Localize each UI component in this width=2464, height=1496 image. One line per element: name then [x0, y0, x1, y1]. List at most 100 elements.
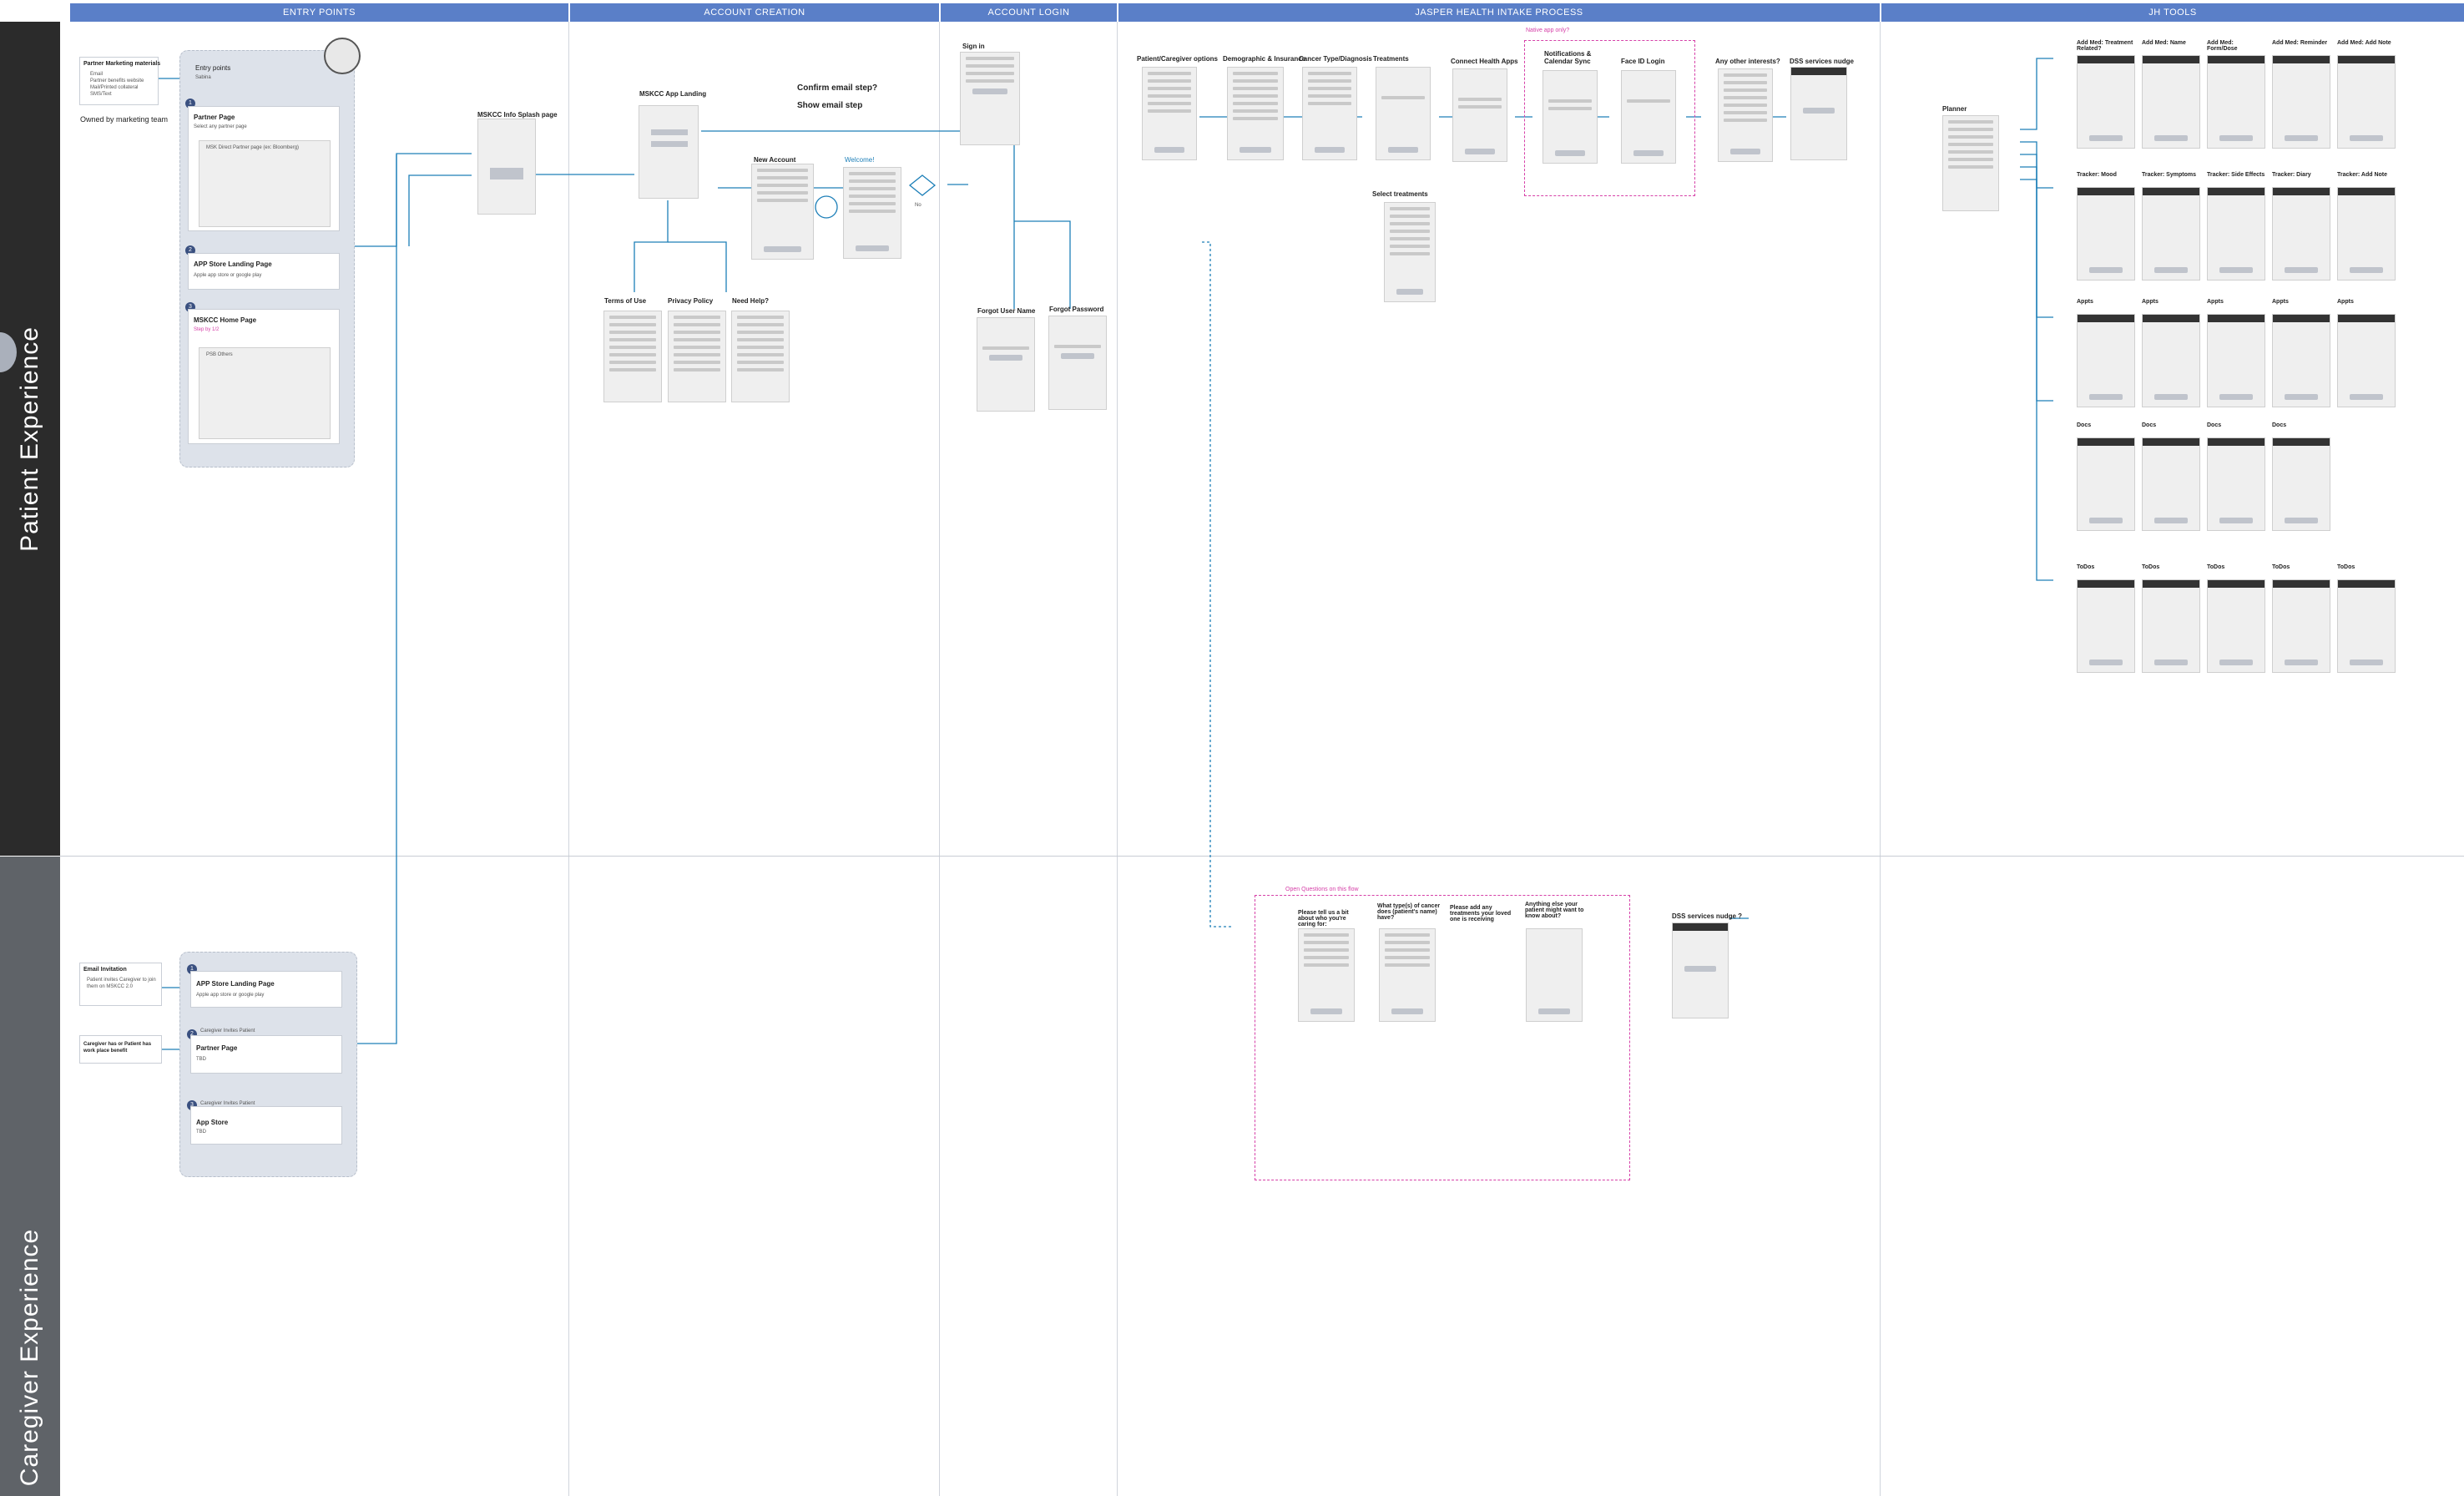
lane-scroll-handle[interactable] — [0, 332, 17, 372]
new-account-screen[interactable] — [751, 164, 814, 260]
interests-label: Any other interests? — [1715, 58, 1780, 65]
tool-screen[interactable] — [2337, 55, 2396, 149]
treatments-label: Treatments — [1373, 55, 1409, 63]
entry-panel-sub: Sabina — [195, 75, 211, 80]
app-store-card[interactable]: APP Store Landing Page Apple app store o… — [188, 253, 340, 290]
home-page-title: MSKCC Home Page — [194, 316, 257, 324]
intake-options-screen[interactable] — [1142, 67, 1197, 160]
caregiver-app-store-card[interactable]: APP Store Landing Page Apple app store o… — [190, 971, 342, 1008]
tool-screen[interactable] — [2272, 579, 2330, 673]
forgot-user-screen[interactable] — [977, 317, 1035, 412]
tool-screen-label: Docs — [2272, 422, 2287, 428]
patient-lane: Patient Experience — [0, 22, 60, 856]
landing-label: MSKCC App Landing — [639, 90, 707, 98]
sign-in-button[interactable] — [651, 129, 688, 135]
divider — [568, 22, 569, 1496]
notifications-screen[interactable] — [1543, 70, 1598, 164]
divider — [1117, 22, 1118, 1496]
partner-page-card[interactable]: Partner Page Select any partner page MSK… — [188, 106, 340, 231]
tool-screen[interactable] — [2337, 187, 2396, 280]
planner-label: Planner — [1942, 105, 1967, 113]
marketing-item: Email — [90, 72, 104, 77]
caregiver-partner-card[interactable]: Partner Page TBD — [190, 1035, 342, 1074]
tool-screen[interactable] — [2272, 187, 2330, 280]
benefit-text: Caregiver has or Patient has work place … — [83, 1042, 152, 1054]
treatments-screen[interactable] — [1376, 67, 1431, 160]
select-treatments-screen[interactable] — [1384, 202, 1436, 302]
tool-screen-label: Tracker: Add Note — [2337, 172, 2388, 178]
lane-divider — [60, 856, 2464, 857]
diagnosis-label: Cancer Type/Diagnosis — [1299, 55, 1372, 63]
new-account-label: New Account — [754, 156, 796, 164]
privacy-label: Privacy Policy — [668, 297, 714, 305]
notifications-label: Notifications & Calendar Sync — [1544, 50, 1592, 65]
create-account-button[interactable] — [651, 141, 688, 147]
nudge-screen[interactable] — [1790, 67, 1847, 160]
sign-in-screen[interactable] — [960, 52, 1020, 145]
open-questions-label: Open Questions on this flow — [1285, 887, 1359, 892]
column-account-creation: ACCOUNT CREATION — [570, 3, 939, 22]
intake-options-label: Patient/Caregiver options — [1137, 55, 1218, 63]
tool-screen[interactable] — [2272, 314, 2330, 407]
privacy-screen[interactable] — [668, 311, 726, 402]
landing-screen[interactable] — [639, 105, 699, 199]
caregiver-q2: What type(s) of cancer does (patient's n… — [1377, 903, 1441, 921]
caregiver-q3: Please add any treatments your loved one… — [1450, 905, 1512, 922]
face-id-screen[interactable] — [1621, 70, 1676, 164]
tool-screen[interactable] — [2142, 579, 2200, 673]
tool-screen[interactable] — [2207, 55, 2265, 149]
caregiver-q2-screen[interactable] — [1379, 928, 1436, 1022]
diagnosis-screen[interactable] — [1302, 67, 1357, 160]
caregiver-invite-note: Caregiver Invites Patient — [200, 1028, 255, 1034]
caregiver-app-store-sub: Apple app store or google play — [196, 993, 265, 998]
column-account-login: ACCOUNT LOGIN — [941, 3, 1117, 22]
tool-screen[interactable] — [2142, 314, 2200, 407]
column-entry-points: ENTRY POINTS — [70, 3, 568, 22]
tool-screen[interactable] — [2207, 579, 2265, 673]
caregiver-q4-screen[interactable] — [1526, 928, 1583, 1022]
benefit-card: Caregiver has or Patient has work place … — [79, 1035, 162, 1064]
partner-inner-label: MSK Direct Partner page (ex: Bloomberg) — [206, 145, 300, 150]
tool-screen[interactable] — [2077, 187, 2135, 280]
nudge2-screen[interactable] — [1672, 922, 1729, 1018]
help-screen[interactable] — [731, 311, 790, 402]
app-store-title: APP Store Landing Page — [194, 260, 272, 268]
tool-screen[interactable] — [2077, 314, 2135, 407]
forgot-password-screen[interactable] — [1048, 316, 1107, 410]
marketing-materials-card: Partner Marketing materials Email Partne… — [79, 57, 160, 105]
tool-screen[interactable] — [2207, 314, 2265, 407]
tool-screen[interactable] — [2142, 187, 2200, 280]
caregiver-app-store-title: APP Store Landing Page — [196, 980, 275, 988]
tool-screen[interactable] — [2337, 579, 2396, 673]
tool-screen[interactable] — [2207, 437, 2265, 531]
planner-screen[interactable] — [1942, 115, 1999, 211]
tool-screen-label: Tracker: Diary — [2272, 172, 2311, 178]
home-page-preview: PSB Others — [199, 347, 331, 439]
tool-screen[interactable] — [2207, 187, 2265, 280]
tool-screen-label: Add Med: Name — [2142, 40, 2186, 46]
welcome-screen[interactable] — [843, 167, 901, 259]
health-apps-label: Connect Health Apps — [1451, 58, 1518, 65]
caregiver-app-store2-card[interactable]: App Store TBD — [190, 1106, 342, 1145]
tool-screen[interactable] — [2077, 579, 2135, 673]
health-apps-screen[interactable] — [1452, 68, 1507, 162]
tool-screen[interactable] — [2142, 55, 2200, 149]
tool-screen[interactable] — [2337, 314, 2396, 407]
caregiver-partner-sub: TBD — [196, 1057, 206, 1062]
caregiver-q1: Please tell us a bit about who you're ca… — [1298, 910, 1349, 927]
select-treatments-label: Select treatments — [1372, 190, 1428, 198]
home-page-card[interactable]: MSKCC Home Page Step by 1/2 PSB Others — [188, 309, 340, 444]
tool-screen[interactable] — [2077, 437, 2135, 531]
tool-screen[interactable] — [2272, 55, 2330, 149]
splash-screen[interactable] — [477, 119, 536, 215]
demographic-screen[interactable] — [1227, 67, 1284, 160]
tool-screen[interactable] — [2142, 437, 2200, 531]
terms-screen[interactable] — [603, 311, 662, 402]
interests-screen[interactable] — [1718, 68, 1773, 162]
tool-screen[interactable] — [2272, 437, 2330, 531]
caregiver-q1-screen[interactable] — [1298, 928, 1355, 1022]
tool-screen[interactable] — [2077, 55, 2135, 149]
splash-button[interactable] — [490, 168, 523, 179]
tool-screen-label: Docs — [2142, 422, 2157, 428]
